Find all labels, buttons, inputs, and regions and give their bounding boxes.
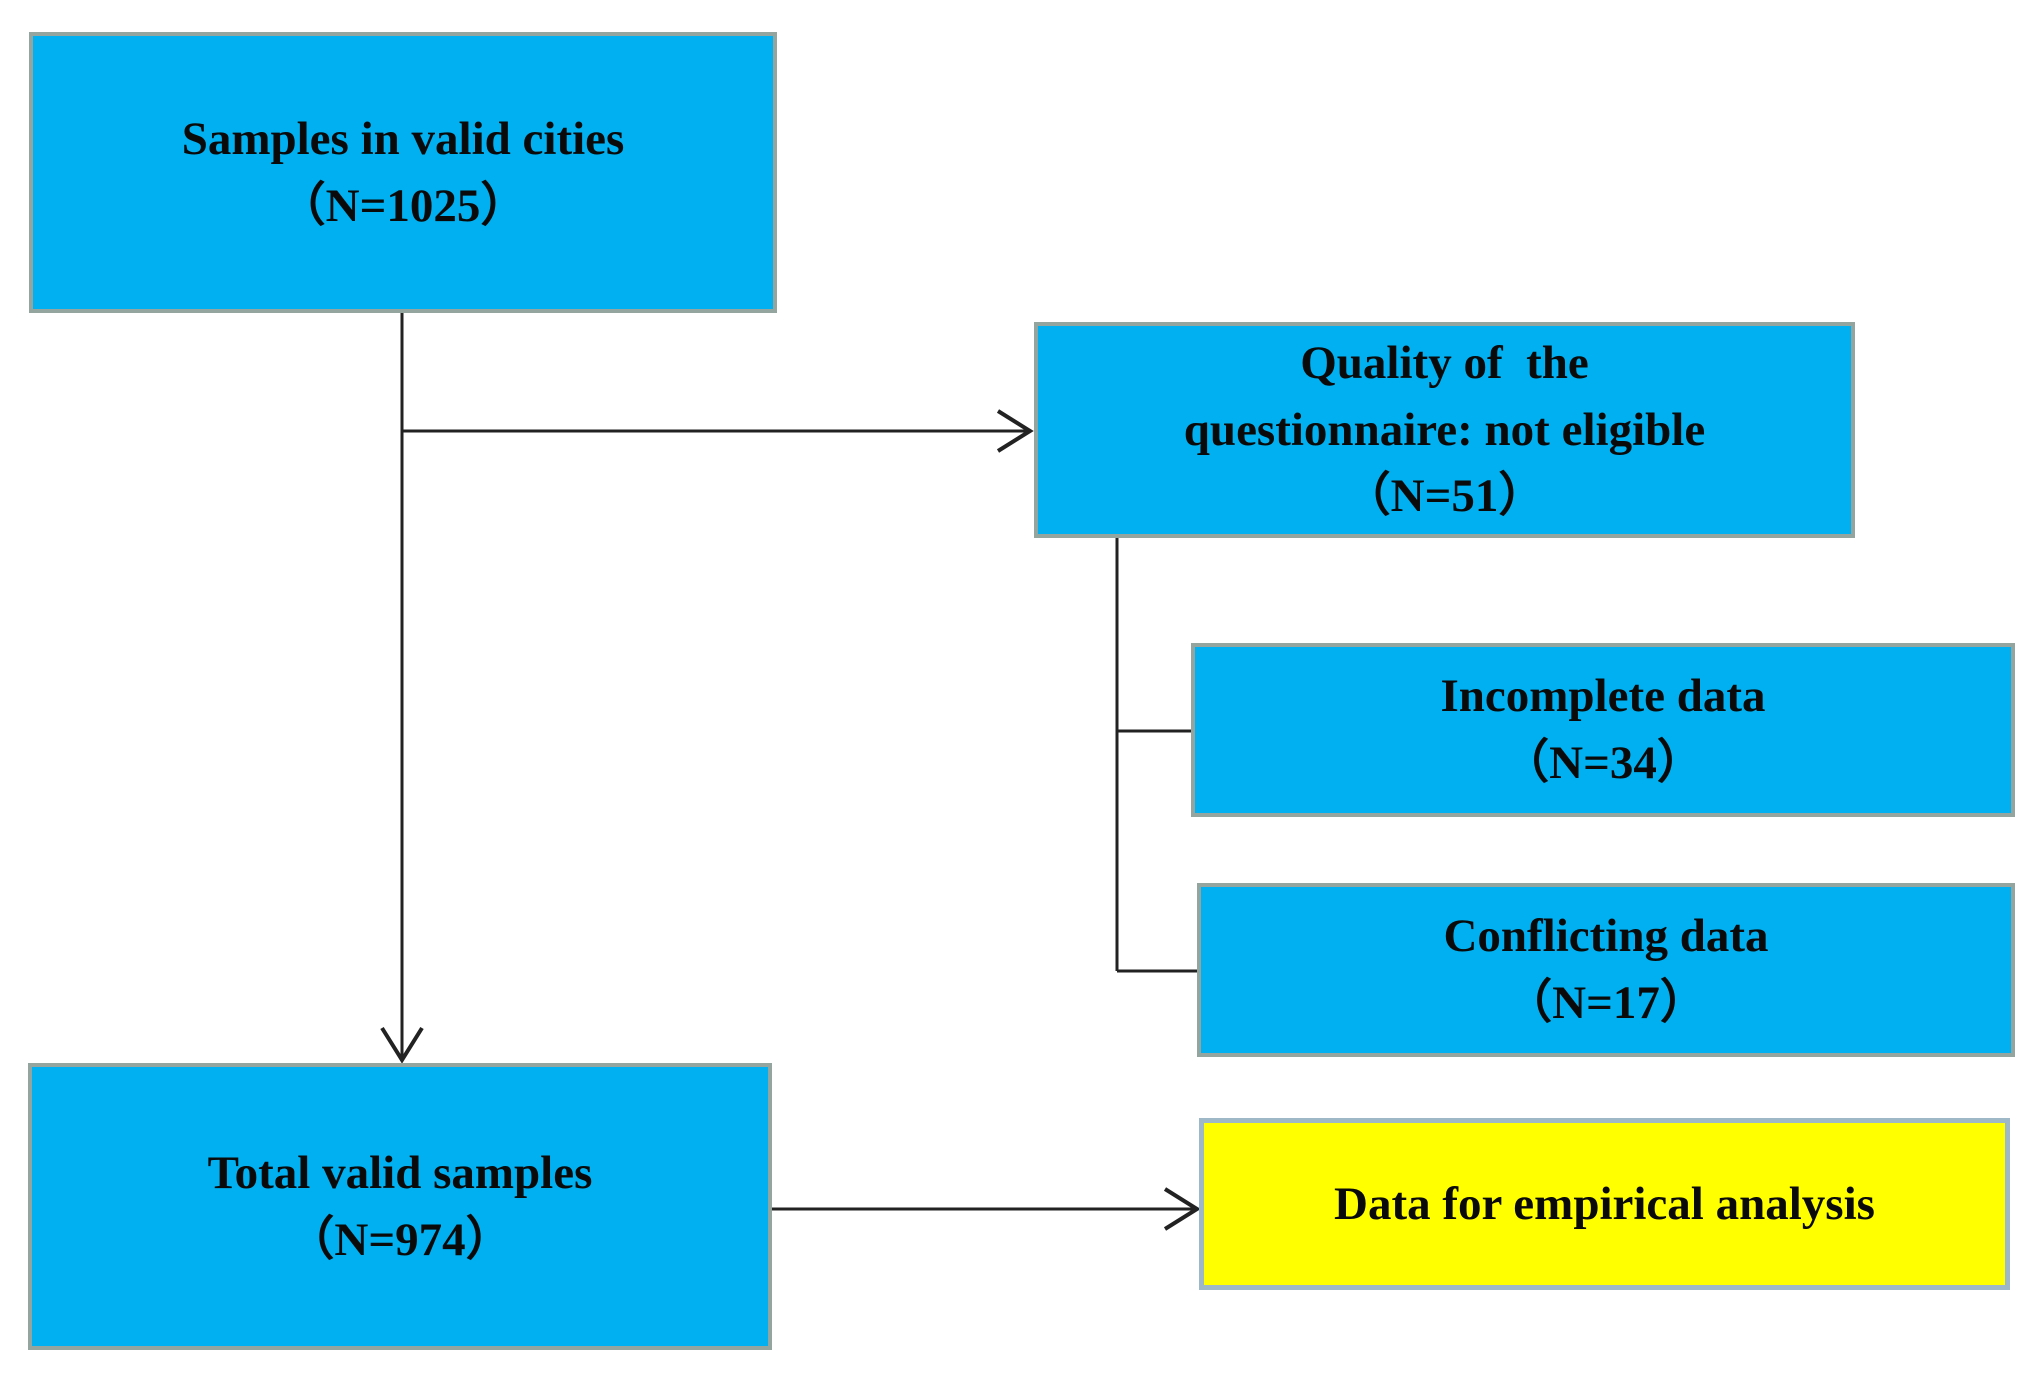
node-data-for-empirical-analysis: Data for empirical analysis	[1199, 1118, 2010, 1290]
node-quality-count: （N=51）	[1343, 470, 1546, 523]
node-conflicting-data: Conflicting data （N=17）	[1197, 883, 2015, 1057]
node-incomplete-label: Incomplete data	[1440, 670, 1766, 723]
node-samples-label: Samples in valid cities	[181, 112, 625, 165]
arrowhead-right-empirical-icon	[1163, 1187, 1201, 1231]
node-samples-in-valid-cities: Samples in valid cities （N=1025）	[29, 32, 777, 313]
arrowhead-down-icon	[380, 1026, 424, 1064]
node-quality-label-line-2: questionnaire: not eligible	[1183, 403, 1706, 456]
node-total-count: （N=974）	[287, 1213, 513, 1266]
node-conflicting-label: Conflicting data	[1443, 910, 1769, 963]
node-incomplete-count: （N=34）	[1502, 737, 1704, 789]
node-quality-not-eligible: Quality of the questionnaire: not eligib…	[1034, 322, 1855, 538]
node-quality-label-line-1: Quality of the	[1300, 336, 1589, 389]
node-conflicting-count: （N=17）	[1505, 977, 1707, 1029]
node-total-valid-samples: Total valid samples （N=974）	[28, 1063, 772, 1350]
node-samples-count: （N=1025）	[278, 179, 528, 232]
node-total-label: Total valid samples	[207, 1146, 593, 1199]
node-empirical-label: Data for empirical analysis	[1334, 1177, 1875, 1230]
node-incomplete-data: Incomplete data （N=34）	[1191, 643, 2015, 817]
arrowhead-right-quality-icon	[996, 409, 1034, 453]
